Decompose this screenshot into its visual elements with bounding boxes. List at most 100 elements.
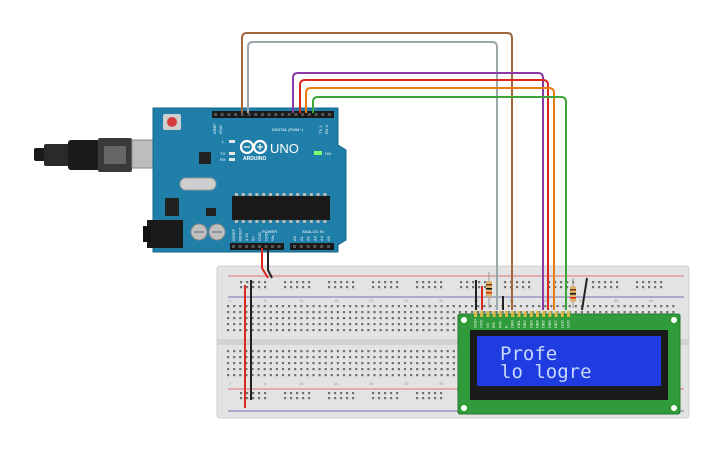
breadboard-hole[interactable] bbox=[349, 329, 352, 332]
breadboard-hole[interactable] bbox=[373, 362, 376, 365]
breadboard-hole[interactable] bbox=[281, 323, 285, 326]
breadboard-hole[interactable] bbox=[416, 374, 419, 377]
breadboard-hole[interactable] bbox=[373, 356, 376, 359]
breadboard-hole[interactable] bbox=[446, 329, 449, 332]
breadboard-hole[interactable] bbox=[257, 368, 260, 371]
breadboard-hole[interactable] bbox=[504, 286, 507, 289]
breadboard-hole[interactable] bbox=[239, 356, 242, 359]
breadboard-hole[interactable] bbox=[240, 397, 243, 400]
breadboard-hole[interactable] bbox=[258, 392, 261, 395]
lcd-pin[interactable] bbox=[517, 311, 521, 317]
breadboard-hole[interactable] bbox=[373, 368, 376, 371]
breadboard-hole[interactable] bbox=[349, 368, 352, 371]
breadboard-hole[interactable] bbox=[385, 329, 388, 332]
breadboard-hole[interactable] bbox=[428, 350, 431, 353]
breadboard-hole[interactable] bbox=[239, 368, 242, 371]
breadboard-hole[interactable] bbox=[251, 323, 254, 326]
lcd-pin[interactable] bbox=[486, 311, 490, 317]
breadboard-hole[interactable] bbox=[554, 286, 557, 289]
breadboard-hole[interactable] bbox=[312, 356, 315, 359]
breadboard-hole[interactable] bbox=[263, 368, 266, 371]
breadboard-hole[interactable] bbox=[308, 286, 311, 289]
breadboard-hole[interactable] bbox=[257, 356, 260, 359]
digital-pin[interactable] bbox=[294, 113, 298, 116]
breadboard-hole[interactable] bbox=[372, 397, 375, 400]
power-pin[interactable] bbox=[251, 245, 255, 248]
breadboard-hole[interactable] bbox=[324, 350, 327, 353]
breadboard-hole[interactable] bbox=[233, 311, 236, 314]
breadboard-hole[interactable] bbox=[342, 323, 346, 326]
breadboard-hole[interactable] bbox=[428, 397, 431, 400]
breadboard-hole[interactable] bbox=[416, 356, 419, 359]
breadboard-hole[interactable] bbox=[306, 356, 309, 359]
breadboard-hole[interactable] bbox=[330, 350, 333, 353]
breadboard-hole[interactable] bbox=[560, 286, 563, 289]
breadboard-hole[interactable] bbox=[258, 286, 261, 289]
breadboard-hole[interactable] bbox=[361, 356, 364, 359]
breadboard-hole[interactable] bbox=[617, 305, 620, 308]
breadboard-hole[interactable] bbox=[269, 368, 272, 371]
breadboard-hole[interactable] bbox=[464, 311, 468, 314]
breadboard-hole[interactable] bbox=[233, 374, 236, 377]
breadboard-hole[interactable] bbox=[233, 323, 236, 326]
breadboard-hole[interactable] bbox=[391, 311, 394, 314]
breadboard-hole[interactable] bbox=[373, 317, 376, 320]
breadboard-hole[interactable] bbox=[352, 392, 355, 395]
breadboard-hole[interactable] bbox=[385, 362, 388, 365]
breadboard-hole[interactable] bbox=[288, 374, 291, 377]
breadboard-hole[interactable] bbox=[397, 311, 400, 314]
breadboard-hole[interactable] bbox=[477, 311, 480, 314]
breadboard-hole[interactable] bbox=[562, 305, 565, 308]
breadboard-hole[interactable] bbox=[544, 311, 547, 314]
breadboard-hole[interactable] bbox=[251, 368, 254, 371]
breadboard-hole[interactable] bbox=[403, 362, 407, 365]
breadboard-hole[interactable] bbox=[284, 392, 287, 395]
breadboard-hole[interactable] bbox=[373, 374, 376, 377]
breadboard-hole[interactable] bbox=[403, 311, 407, 314]
breadboard-hole[interactable] bbox=[397, 362, 400, 365]
lcd-pin[interactable] bbox=[511, 311, 515, 317]
breadboard-hole[interactable] bbox=[251, 356, 254, 359]
breadboard-hole[interactable] bbox=[452, 356, 455, 359]
breadboard-hole[interactable] bbox=[391, 356, 394, 359]
breadboard-hole[interactable] bbox=[384, 392, 387, 395]
breadboard-hole[interactable] bbox=[312, 368, 315, 371]
breadboard-hole[interactable] bbox=[434, 368, 437, 371]
breadboard-hole[interactable] bbox=[275, 329, 278, 332]
breadboard-hole[interactable] bbox=[328, 397, 331, 400]
breadboard-hole[interactable] bbox=[452, 323, 455, 326]
breadboard-hole[interactable] bbox=[355, 329, 358, 332]
breadboard-hole[interactable] bbox=[290, 397, 293, 400]
breadboard-hole[interactable] bbox=[373, 305, 376, 308]
breadboard-hole[interactable] bbox=[641, 311, 644, 314]
lcd-pin[interactable] bbox=[523, 311, 527, 317]
breadboard-hole[interactable] bbox=[538, 311, 541, 314]
breadboard-hole[interactable] bbox=[336, 374, 339, 377]
breadboard-hole[interactable] bbox=[275, 368, 278, 371]
breadboard-hole[interactable] bbox=[416, 362, 419, 365]
breadboard-hole[interactable] bbox=[227, 374, 230, 377]
breadboard-hole[interactable] bbox=[635, 311, 638, 314]
breadboard-hole[interactable] bbox=[263, 362, 266, 365]
breadboard-hole[interactable] bbox=[434, 323, 437, 326]
breadboard-hole[interactable] bbox=[318, 356, 321, 359]
breadboard-hole[interactable] bbox=[355, 305, 358, 308]
breadboard-hole[interactable] bbox=[428, 281, 431, 284]
breadboard-hole[interactable] bbox=[379, 368, 382, 371]
power-pin[interactable] bbox=[258, 245, 261, 248]
breadboard-hole[interactable] bbox=[378, 392, 381, 395]
breadboard-hole[interactable] bbox=[300, 350, 303, 353]
breadboard-hole[interactable] bbox=[324, 329, 327, 332]
breadboard-hole[interactable] bbox=[484, 286, 487, 289]
digital-pin[interactable] bbox=[281, 113, 284, 116]
breadboard-hole[interactable] bbox=[385, 317, 388, 320]
breadboard-hole[interactable] bbox=[324, 356, 327, 359]
breadboard-hole[interactable] bbox=[440, 311, 443, 314]
breadboard-hole[interactable] bbox=[251, 362, 254, 365]
breadboard-hole[interactable] bbox=[306, 329, 309, 332]
breadboard-hole[interactable] bbox=[605, 311, 608, 314]
power-pin[interactable] bbox=[264, 245, 268, 248]
breadboard-hole[interactable] bbox=[239, 317, 242, 320]
breadboard-hole[interactable] bbox=[397, 317, 400, 320]
breadboard-hole[interactable] bbox=[288, 305, 291, 308]
